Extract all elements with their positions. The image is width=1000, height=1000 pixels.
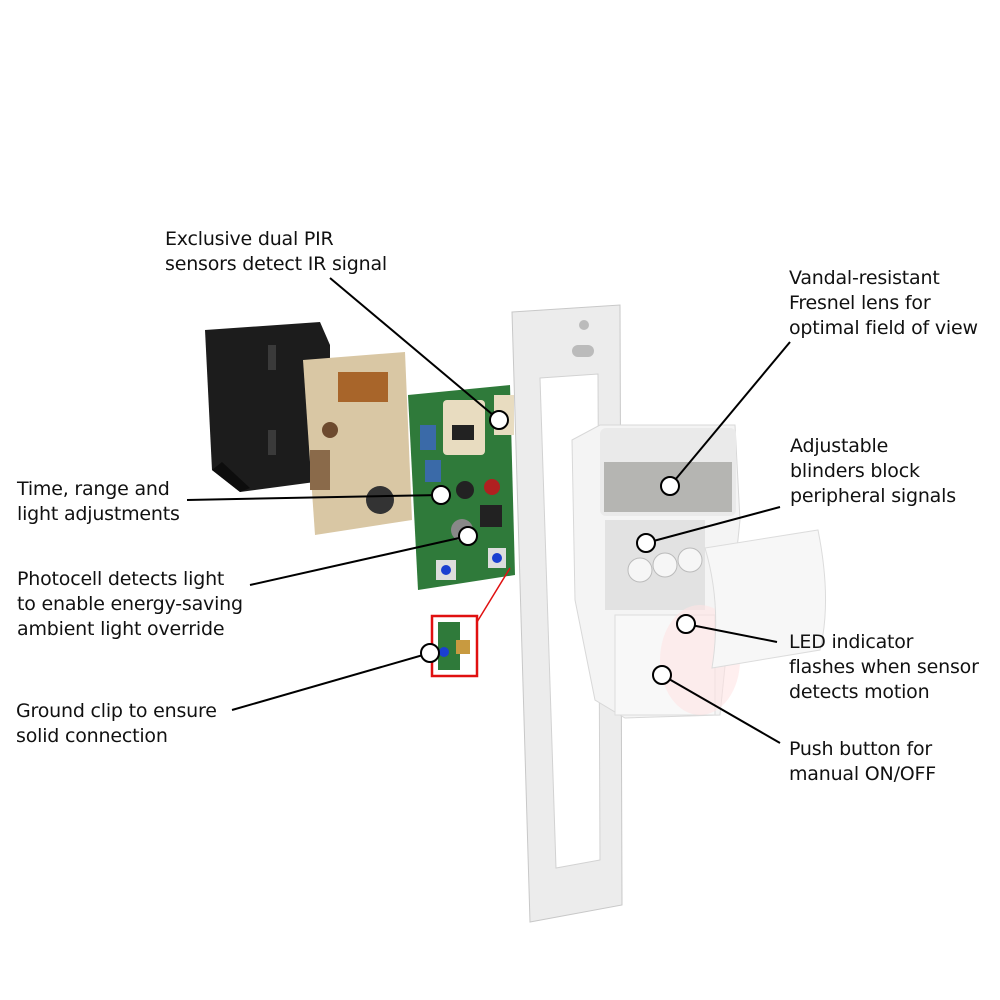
led-line-3: detects motion xyxy=(789,681,930,703)
button-marker xyxy=(652,665,672,685)
ground-clip xyxy=(430,567,511,678)
blinders-line-1: Adjustable xyxy=(790,435,889,457)
led-line-1: LED indicator xyxy=(789,631,914,653)
control-pcb xyxy=(408,385,515,590)
led-line-2: flashes when sensor xyxy=(789,656,979,678)
blinders-line-3: peripheral signals xyxy=(790,485,956,507)
back-housing xyxy=(205,322,330,492)
pir-line-2: sensors detect IR signal xyxy=(165,253,387,275)
adjust-line-1: Time, range and xyxy=(17,478,170,500)
lens-callout: Vandal-resistant Fresnel lens for optima… xyxy=(789,266,978,341)
lens-line-2: Fresnel lens for xyxy=(789,292,931,314)
blinders-line-2: blinders block xyxy=(790,460,920,482)
ground-line-2: solid connection xyxy=(16,725,168,747)
pir-callout: Exclusive dual PIR sensors detect IR sig… xyxy=(165,227,387,277)
photocell-callout: Photocell detects light to enable energy… xyxy=(17,567,243,642)
photocell-marker xyxy=(458,526,478,546)
button-line-1: Push button for xyxy=(789,738,932,760)
adjust-marker xyxy=(431,485,451,505)
sensor-body xyxy=(571,424,741,719)
button-callout: Push button for manual ON/OFF xyxy=(789,737,936,787)
adjust-callout: Time, range and light adjustments xyxy=(17,477,180,527)
button-line-2: manual ON/OFF xyxy=(789,763,936,785)
pir-line-1: Exclusive dual PIR xyxy=(165,228,334,250)
relay-board xyxy=(303,352,412,535)
lens-line-3: optimal field of view xyxy=(789,317,978,339)
blinders-callout: Adjustable blinders block peripheral sig… xyxy=(790,434,956,509)
photocell-line-2: to enable energy-saving xyxy=(17,593,243,615)
pir-marker xyxy=(489,410,509,430)
lens-line-1: Vandal-resistant xyxy=(789,267,940,289)
led-marker xyxy=(676,614,696,634)
leader-lines xyxy=(186,277,791,744)
blinders-marker xyxy=(636,533,656,553)
adjust-line-2: light adjustments xyxy=(17,503,180,525)
photocell-line-3: ambient light override xyxy=(17,618,225,640)
photocell-line-1: Photocell detects light xyxy=(17,568,225,590)
ground-line-1: Ground clip to ensure xyxy=(16,700,217,722)
led-callout: LED indicator flashes when sensor detect… xyxy=(789,630,979,705)
ground-marker xyxy=(420,643,440,663)
ground-callout: Ground clip to ensure solid connection xyxy=(16,699,217,749)
lens-marker xyxy=(660,476,680,496)
